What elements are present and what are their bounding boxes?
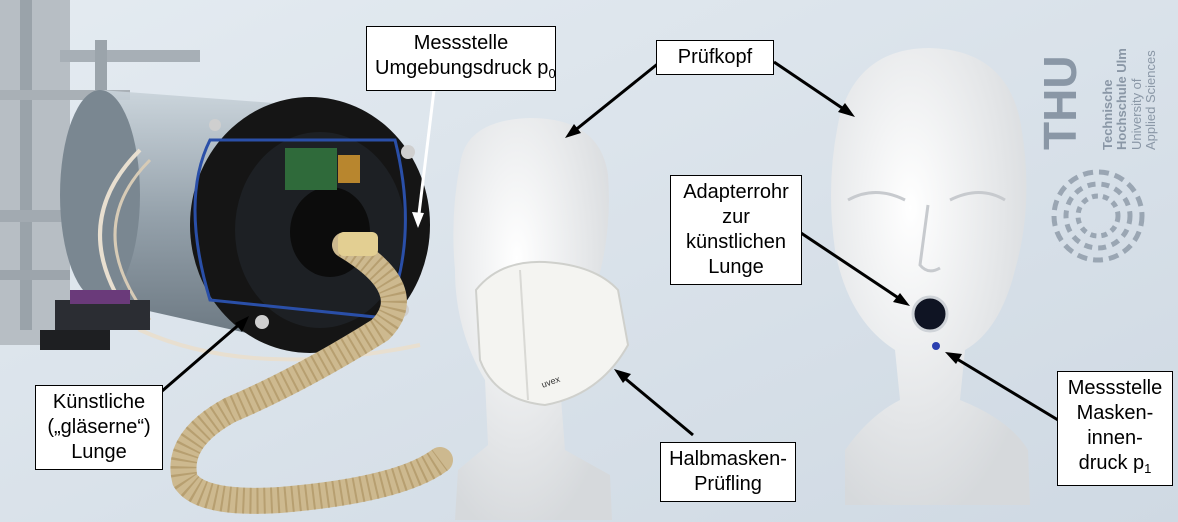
logo-line4: Applied Sciences: [1143, 50, 1158, 150]
label-line: innen-: [1066, 426, 1164, 451]
label-kuenstliche-lunge: Künstliche („gläserne“) Lunge: [35, 385, 163, 470]
label-line: Halbmasken-: [669, 447, 787, 472]
label-line: Adapterrohr: [679, 180, 793, 205]
label-line: druck p: [1079, 452, 1145, 474]
label-line: Masken-: [1066, 401, 1164, 426]
label-line: Umgebungsdruck p: [375, 57, 548, 79]
logo-line1: Technische: [1100, 79, 1115, 150]
label-line: zur: [679, 205, 793, 230]
logo-line3: University of: [1129, 78, 1144, 150]
label-line: Künstliche: [44, 390, 154, 415]
label-line: Prüfkopf: [665, 45, 765, 70]
label-line: Messstelle: [1066, 376, 1164, 401]
subscript: 0: [548, 66, 555, 81]
label-line: künstlichen: [679, 230, 793, 255]
label-halbmasken-pruefling: Halbmasken- Prüfling: [660, 442, 796, 502]
label-adapterrohr: Adapterrohr zur künstlichen Lunge: [670, 175, 802, 285]
label-line: Messstelle: [375, 31, 547, 56]
label-line: Lunge: [679, 255, 793, 280]
label-pruefkopf: Prüfkopf: [656, 40, 774, 75]
logo-acronym: THU: [1034, 55, 1086, 150]
styrofoam-test-head: [831, 48, 1030, 505]
label-messstelle-umgebungsdruck: Messstelle Umgebungsdruck p0: [366, 26, 556, 91]
pressure-port-dot: [932, 342, 940, 350]
label-line: Lunge: [44, 440, 154, 465]
logo-line2: Hochschule Ulm: [1114, 48, 1129, 150]
label-line: Prüfling: [669, 472, 787, 497]
label-messstelle-maskeninnendruck: Messstelle Masken- innen- druck p1: [1057, 371, 1173, 486]
label-line: („gläserne“): [44, 415, 154, 440]
adapter-tube-opening: [913, 297, 947, 331]
subscript: 1: [1144, 461, 1151, 476]
